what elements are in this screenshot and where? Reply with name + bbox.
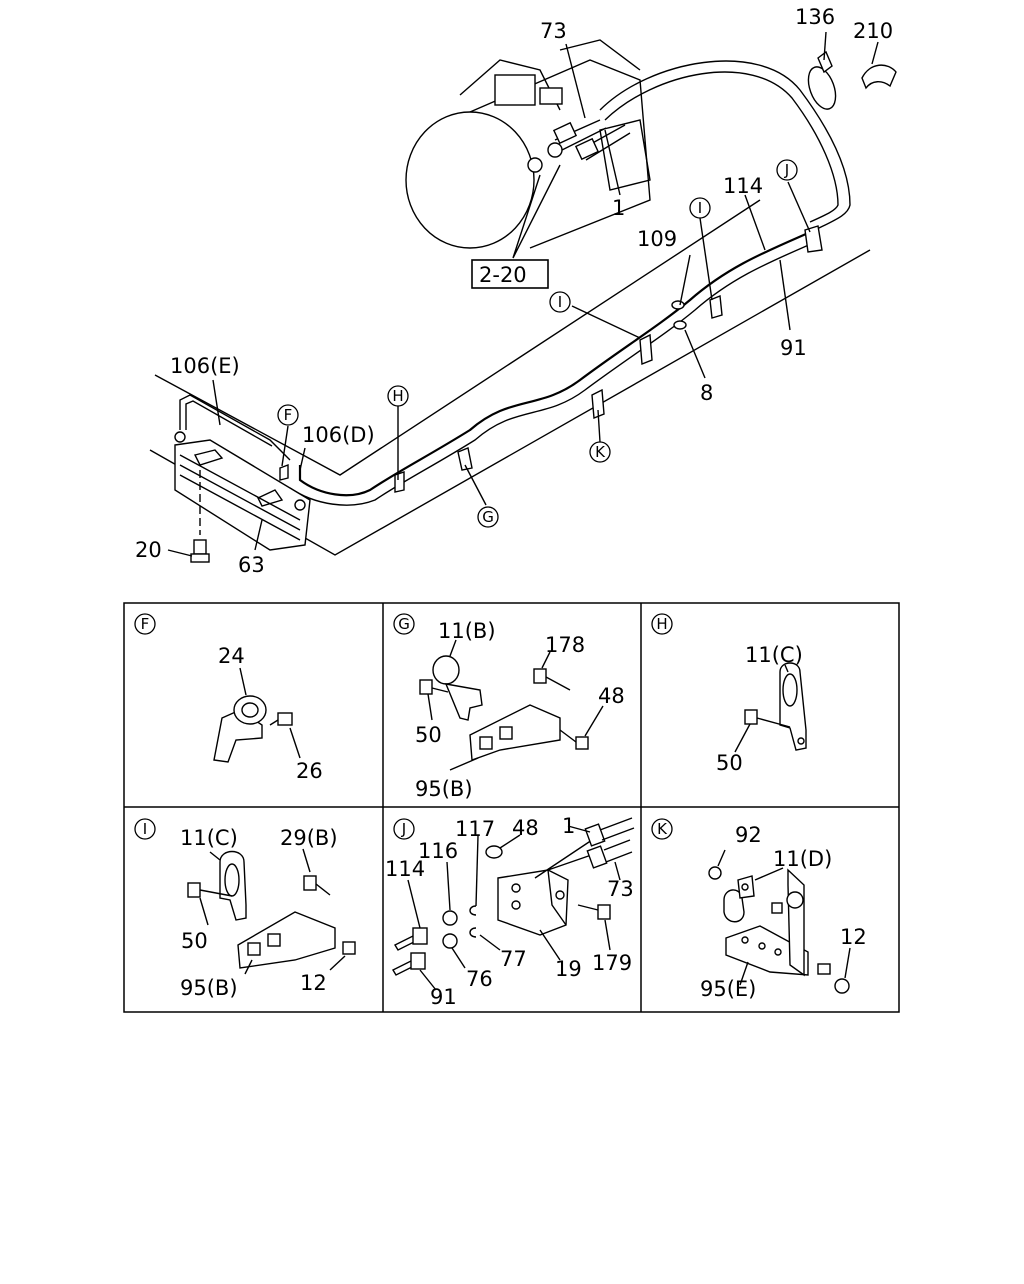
label-106d: 106(D) bbox=[302, 423, 375, 447]
panel-f-label-26: 26 bbox=[296, 759, 323, 783]
svg-text:I: I bbox=[698, 199, 702, 217]
panel-j-label-73: 73 bbox=[607, 877, 634, 901]
callout-f: F bbox=[277, 404, 299, 426]
label-210: 210 bbox=[853, 19, 893, 43]
label-1: 1 bbox=[612, 196, 625, 220]
panel-g-label-50: 50 bbox=[415, 723, 442, 747]
oil-cooler bbox=[174, 431, 311, 551]
callout-g: G bbox=[477, 506, 499, 528]
panel-k-label-12: 12 bbox=[840, 925, 867, 949]
svg-text:J: J bbox=[784, 161, 789, 179]
panel-g: G 11(B) 178 48 50 95(B) bbox=[393, 613, 625, 801]
panel-g-label-11b: 11(B) bbox=[438, 619, 496, 643]
panel-j-label-1: 1 bbox=[562, 814, 575, 838]
label-73: 73 bbox=[540, 19, 567, 43]
svg-text:H: H bbox=[392, 387, 403, 405]
ref-2-20: 2-20 bbox=[479, 263, 527, 287]
panel-i-label-11c: 11(C) bbox=[180, 826, 238, 850]
panel-k-letter: K bbox=[657, 820, 668, 838]
label-8: 8 bbox=[700, 381, 713, 405]
panel-j-label-91: 91 bbox=[430, 985, 457, 1009]
callout-j: J bbox=[776, 159, 798, 181]
callout-h: H bbox=[387, 385, 409, 407]
callout-i-lower: I bbox=[549, 291, 571, 313]
panel-j-label-48: 48 bbox=[512, 816, 539, 840]
label-91: 91 bbox=[780, 336, 807, 360]
panel-j: J 117 48 1 116 114 bbox=[385, 814, 635, 1009]
panel-j-label-116: 116 bbox=[418, 839, 458, 863]
panel-i-label-50: 50 bbox=[181, 929, 208, 953]
svg-text:I: I bbox=[558, 293, 562, 311]
panel-f-label-24: 24 bbox=[218, 644, 245, 668]
panel-j-letter: J bbox=[401, 820, 406, 838]
panel-i-label-29b: 29(B) bbox=[280, 826, 338, 850]
panel-h-label-50: 50 bbox=[716, 751, 743, 775]
panel-g-label-48: 48 bbox=[598, 684, 625, 708]
ref-2-20-box bbox=[471, 259, 549, 289]
panel-j-label-19: 19 bbox=[555, 957, 582, 981]
panel-f-letter: F bbox=[141, 615, 150, 633]
panel-h-label-11c: 11(C) bbox=[745, 643, 803, 667]
panel-j-label-76: 76 bbox=[466, 967, 493, 991]
detail-grid bbox=[123, 602, 900, 1013]
callout-k: K bbox=[589, 441, 611, 463]
panel-j-label-117: 117 bbox=[455, 817, 495, 841]
label-63: 63 bbox=[238, 553, 265, 577]
panel-g-label-178: 178 bbox=[545, 633, 585, 657]
panel-g-letter: G bbox=[398, 615, 410, 633]
svg-text:G: G bbox=[482, 508, 494, 526]
compressor-drawing bbox=[405, 39, 651, 249]
panel-j-label-77: 77 bbox=[500, 947, 527, 971]
panel-j-label-179: 179 bbox=[592, 951, 632, 975]
svg-text:F: F bbox=[284, 406, 293, 424]
panel-k-label-11d: 11(D) bbox=[773, 847, 832, 871]
panel-g-label-95b: 95(B) bbox=[415, 777, 473, 801]
label-109: 109 bbox=[637, 227, 677, 251]
panel-h: H 11(C) 50 bbox=[651, 613, 807, 775]
callout-i-upper: I bbox=[689, 197, 711, 219]
panel-k-label-92: 92 bbox=[735, 823, 762, 847]
panel-h-letter: H bbox=[656, 615, 667, 633]
leader-lines bbox=[167, 31, 879, 557]
panel-k: K 92 11(D) 12 95(E) bbox=[651, 818, 867, 1001]
panel-k-label-95e: 95(E) bbox=[700, 977, 756, 1001]
panel-i-label-12: 12 bbox=[300, 971, 327, 995]
panel-f: F 24 26 bbox=[134, 613, 323, 783]
pipe-73-fitting bbox=[552, 119, 631, 161]
label-20: 20 bbox=[135, 538, 162, 562]
label-136: 136 bbox=[795, 5, 835, 29]
svg-text:K: K bbox=[595, 443, 606, 461]
panel-i-label-95b: 95(B) bbox=[180, 976, 238, 1000]
label-106e: 106(E) bbox=[170, 354, 240, 378]
panel-j-label-114: 114 bbox=[385, 857, 425, 881]
label-114: 114 bbox=[723, 174, 763, 198]
panel-i: I 11(C) 29(B) 50 95(B) 12 bbox=[134, 818, 356, 1000]
panel-i-letter: I bbox=[143, 820, 147, 838]
